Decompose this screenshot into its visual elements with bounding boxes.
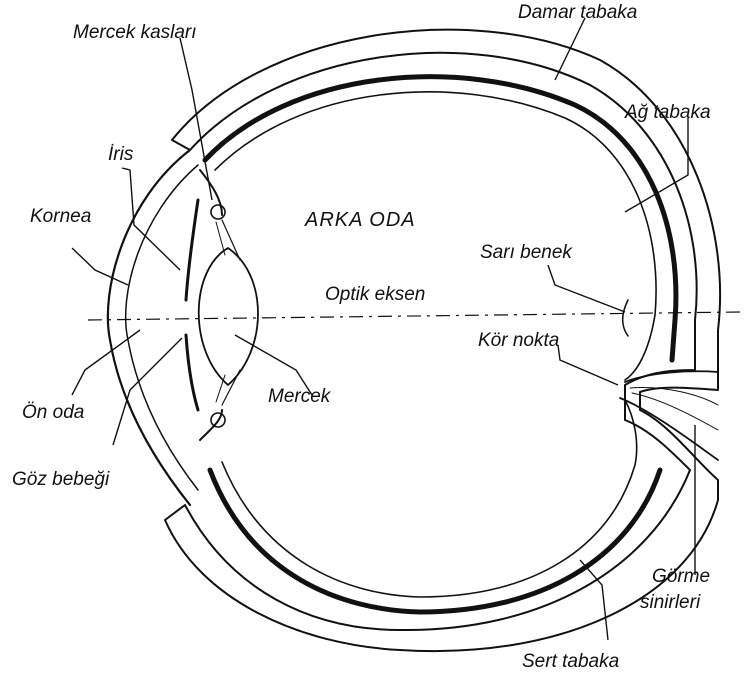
label-kor-nokta: Kör nokta <box>478 330 559 351</box>
optic-axis-line <box>88 312 740 320</box>
label-iris: İris <box>108 144 134 165</box>
label-gorme-line1: Görme <box>652 566 710 587</box>
label-goz-bebegi: Göz bebeği <box>12 469 110 490</box>
lens <box>199 248 258 385</box>
label-on-oda: Ön oda <box>22 402 84 423</box>
label-gorme-line2: sinirleri <box>640 592 701 613</box>
iris-upper <box>186 200 198 300</box>
retina-layer <box>215 92 656 380</box>
optic-nerve <box>620 371 718 460</box>
label-mercek-kaslari: Mercek kasları <box>73 22 197 43</box>
label-optik-eksen: Optik eksen <box>325 284 425 305</box>
label-ag-tabaka: Ağ tabaka <box>624 102 711 123</box>
ciliary-body-upper <box>200 170 240 260</box>
label-arka-oda: ARKA ODA <box>304 209 416 231</box>
label-damar-tabaka: Damar tabaka <box>518 2 637 23</box>
choroid-layer-lower <box>210 470 660 612</box>
yellow-spot-mark <box>623 300 628 336</box>
ciliary-body-lower <box>200 370 240 440</box>
label-mercek: Mercek <box>268 386 332 407</box>
label-sert-tabaka: Sert tabaka <box>522 651 619 672</box>
leader-lines <box>72 18 695 640</box>
label-sari-benek: Sarı benek <box>480 242 573 263</box>
cornea <box>108 150 190 505</box>
iris-lower <box>186 335 198 410</box>
label-kornea: Kornea <box>30 206 91 227</box>
